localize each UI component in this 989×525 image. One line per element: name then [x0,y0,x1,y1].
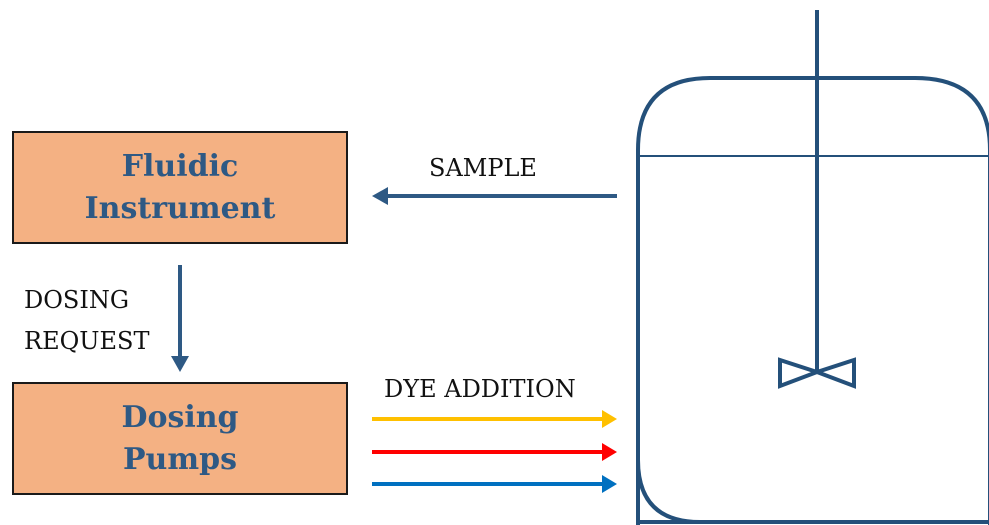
dosing-request-label-line2: REQUEST [24,327,150,355]
fluidic-instrument-label-line1: Fluidic [121,148,239,184]
dye-addition-label: DYE ADDITION [384,375,576,403]
sample-label: SAMPLE [429,154,537,182]
impeller-icon [778,357,856,389]
dosing-request-arrow [171,265,189,372]
dye-arrow-blue [372,475,617,493]
dye-arrow-red [372,443,617,461]
fluidic-instrument-label-line2: Instrument [84,190,276,226]
stirred-vessel [636,76,989,525]
dye-arrow-yellow [372,410,617,428]
dosing-pumps-label-line2: Pumps [123,441,237,477]
dosing-request-label-line1: DOSING [24,286,130,314]
dosing-pumps-box: Dosing Pumps [12,382,348,495]
sample-arrow [372,187,617,205]
dosing-pumps-label-line1: Dosing [121,399,239,435]
fluidic-instrument-box: Fluidic Instrument [12,131,348,244]
